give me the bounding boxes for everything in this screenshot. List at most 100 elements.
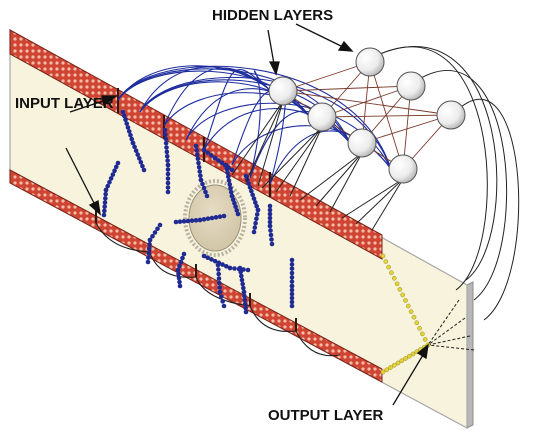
- fiber-dot: [105, 183, 111, 189]
- output-link: [341, 178, 404, 219]
- input-link: [163, 67, 272, 127]
- fiber-dot: [230, 197, 236, 202]
- input-link: [249, 110, 351, 179]
- input-link: [203, 68, 272, 151]
- fiber-dot: [212, 258, 218, 264]
- output-link: [257, 100, 284, 187]
- fiber-dot: [123, 117, 128, 123]
- fiber-dot: [146, 250, 152, 256]
- fiber-dot: [163, 136, 169, 142]
- fiber-dot: [177, 279, 182, 285]
- output-dashed: [427, 344, 475, 351]
- fiber-dot: [103, 196, 108, 201]
- fiber-dot: [245, 267, 251, 273]
- input-link: [139, 66, 272, 113]
- fiber-dot: [289, 262, 295, 267]
- fiber-dot: [217, 280, 222, 286]
- fiber-dot: [252, 225, 258, 230]
- fiber-dot: [181, 251, 187, 257]
- fiber-dot: [239, 273, 244, 279]
- fiber-dot: [135, 152, 141, 157]
- fiber-dot: [213, 215, 219, 220]
- output-dot: [411, 314, 417, 320]
- fiber-dot: [155, 226, 160, 232]
- fiber-dot: [209, 215, 215, 221]
- fiber-dot: [253, 220, 258, 226]
- fiber-dot: [164, 149, 170, 155]
- output-dot: [403, 298, 408, 303]
- fiber-dot: [243, 173, 249, 179]
- hidden-link: [282, 61, 371, 92]
- fiber-dot: [198, 177, 204, 183]
- output-loop: [379, 46, 498, 281]
- fiber-dot: [268, 232, 274, 238]
- fiber-dot: [163, 132, 168, 137]
- fiber-dot: [219, 160, 225, 166]
- output-dot: [410, 351, 416, 357]
- fiber-dot: [129, 136, 135, 142]
- output-dot: [380, 253, 386, 259]
- fiber-dot: [229, 167, 235, 173]
- fiber-dot: [267, 223, 273, 229]
- fiber-dot: [249, 188, 254, 194]
- output-dot: [420, 331, 425, 337]
- fiber-dot: [164, 145, 169, 150]
- fiber-dot: [243, 305, 248, 311]
- output-link: [245, 100, 284, 183]
- fiber-dot: [289, 275, 295, 280]
- fiber-dot: [177, 219, 183, 224]
- output-dot: [394, 281, 400, 287]
- fiber-dot: [205, 216, 211, 221]
- fiber-dot: [216, 271, 221, 277]
- fiber-dot: [130, 140, 136, 146]
- output-dot: [408, 309, 414, 314]
- fiber-dot: [189, 218, 195, 223]
- output-dot: [399, 358, 405, 364]
- hidden-node: [268, 76, 298, 106]
- fiber-dot: [289, 303, 295, 309]
- input-layer-label: INPUT LAYER: [15, 95, 114, 112]
- fiber-dot: [255, 207, 261, 213]
- fiber-dot: [157, 222, 163, 228]
- fiber-dot: [121, 113, 127, 119]
- fiber-dot: [228, 189, 234, 195]
- fiber-dot: [289, 287, 295, 293]
- fiber-dot: [251, 229, 257, 235]
- fiber-dot: [223, 162, 229, 168]
- output-dashed: [427, 299, 460, 346]
- output-dot: [391, 275, 397, 281]
- fiber-dot: [164, 153, 170, 159]
- fiber-dot: [225, 174, 231, 179]
- fiber-dot: [176, 271, 181, 277]
- hidden-arrow-2: [295, 23, 354, 52]
- fiber-dot: [136, 156, 142, 161]
- fiber-dot: [145, 259, 151, 265]
- fiber-dot: [197, 217, 203, 223]
- output-link: [299, 152, 363, 201]
- fiber-dot: [242, 293, 247, 299]
- fiber-dot: [103, 187, 109, 193]
- input-link: [269, 91, 311, 185]
- fiber-dot: [226, 178, 232, 183]
- fiber-dot: [101, 212, 107, 218]
- fiber-dot: [224, 166, 230, 172]
- fiber-dot: [289, 266, 295, 271]
- fiber-dot: [219, 294, 224, 299]
- fiber-dot: [102, 208, 107, 214]
- fiber-dot: [254, 203, 259, 209]
- fiber-dot: [242, 297, 248, 303]
- fiber-dot: [289, 279, 295, 284]
- fiber-dot: [163, 140, 169, 146]
- output-arrow: [392, 343, 429, 406]
- panel-edge: [466, 281, 474, 429]
- fiber-dot: [243, 309, 249, 315]
- fiber-dot: [267, 203, 273, 209]
- fiber-dot: [141, 167, 147, 173]
- fiber-dot: [216, 158, 221, 163]
- fiber-dot: [198, 173, 203, 179]
- fiber-dot: [217, 289, 223, 295]
- output-connections: [231, 46, 520, 351]
- output-link: [315, 152, 363, 207]
- fiber-dot: [254, 216, 259, 222]
